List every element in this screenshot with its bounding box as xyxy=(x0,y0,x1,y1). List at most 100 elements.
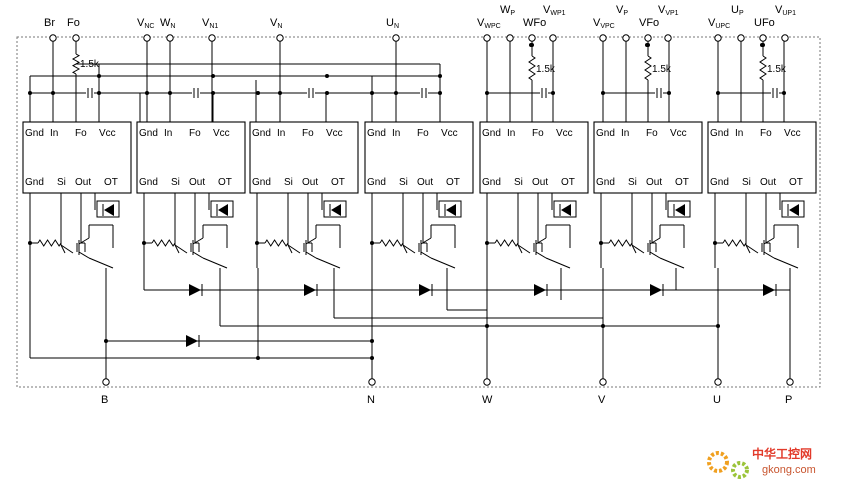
diode xyxy=(304,284,316,296)
ic-block xyxy=(364,121,474,194)
ic-pin-label: Vcc xyxy=(99,128,116,139)
ic-pin-label: Vcc xyxy=(556,128,573,139)
ic-block xyxy=(249,121,359,194)
junction-dot xyxy=(211,91,215,95)
ic-pin-label: In xyxy=(507,128,515,139)
terminal-pin xyxy=(599,378,607,386)
junction-dot xyxy=(142,241,146,245)
label-vwpc: VWPC xyxy=(477,17,501,30)
junction-dot xyxy=(716,91,720,95)
resistor xyxy=(608,239,633,247)
wire xyxy=(60,244,66,254)
ic-pin-label: OT xyxy=(789,177,803,188)
terminal-pin xyxy=(392,34,400,42)
ic-pin-label: Gnd xyxy=(252,128,271,139)
ic-pin-label: Gnd xyxy=(252,177,271,188)
label-vn1: VN1 xyxy=(202,17,218,30)
ic-pin-label: OT xyxy=(104,177,118,188)
wiring xyxy=(29,41,799,382)
thermal-sensor xyxy=(553,200,577,218)
junction-dot xyxy=(325,91,329,95)
junction-dot xyxy=(145,91,149,95)
label-vup1: VUP1 xyxy=(775,4,796,17)
diode xyxy=(650,284,662,296)
wire xyxy=(192,237,204,245)
junction-dot xyxy=(599,241,603,245)
ic-pin-label: Si xyxy=(742,177,751,188)
wire xyxy=(745,244,759,254)
ic-pin-label: Vcc xyxy=(326,128,343,139)
ic-pin-label: In xyxy=(277,128,285,139)
junction-dot xyxy=(529,43,533,47)
ic-pin-label: Out xyxy=(189,177,205,188)
wire xyxy=(287,244,293,254)
ic-pin-label: Gnd xyxy=(25,128,44,139)
ic-pin-label: Out xyxy=(417,177,433,188)
wire xyxy=(60,244,74,254)
ic-block xyxy=(22,121,132,194)
wire xyxy=(420,251,432,259)
components xyxy=(16,34,821,388)
ic-pin-label: OT xyxy=(561,177,575,188)
bottom-terminal-label: B xyxy=(101,394,108,406)
label-vwp1: VWP1 xyxy=(543,4,566,17)
ic-pin-label: Gnd xyxy=(139,177,158,188)
terminal-pin xyxy=(506,34,514,42)
label-ufo: UFo xyxy=(754,17,775,29)
ic-pin-label: In xyxy=(621,128,629,139)
resistor xyxy=(37,239,62,247)
wire xyxy=(763,251,775,259)
wire xyxy=(745,244,751,254)
watermark-brand: 中华工控网 xyxy=(752,446,812,461)
ic-pin-label: Gnd xyxy=(596,177,615,188)
wire xyxy=(402,244,416,254)
wire xyxy=(631,244,645,254)
terminal-pin xyxy=(72,34,80,42)
terminal-pin xyxy=(143,34,151,42)
ic-pin-label: Out xyxy=(302,177,318,188)
wire xyxy=(763,237,775,245)
terminal-pin xyxy=(786,378,794,386)
ic-pin-label: Fo xyxy=(760,128,772,139)
terminal-pin xyxy=(714,34,722,42)
ic-pin-label: Out xyxy=(760,177,776,188)
ic-pin-label: Fo xyxy=(189,128,201,139)
thermal-sensor xyxy=(667,200,691,218)
junction-dot xyxy=(255,241,259,245)
label-vfo: VFo xyxy=(639,17,659,29)
junction-dot xyxy=(782,91,786,95)
watermark xyxy=(707,451,749,479)
terminal-pin xyxy=(664,34,672,42)
bottom-terminal-label: W xyxy=(482,394,493,406)
junction-dot xyxy=(485,241,489,245)
wire xyxy=(174,244,180,254)
ic-pin-label: Fo xyxy=(302,128,314,139)
ic-pin-label: OT xyxy=(218,177,232,188)
wire xyxy=(402,244,408,254)
terminal-pin xyxy=(368,378,376,386)
junction-dot xyxy=(485,91,489,95)
wire xyxy=(535,237,547,245)
junction-dot xyxy=(97,74,101,78)
label-wp: WP xyxy=(500,4,515,17)
wire xyxy=(287,244,301,254)
junction-dot xyxy=(51,91,55,95)
terminal-pin xyxy=(714,378,722,386)
wire xyxy=(305,251,317,259)
wire xyxy=(649,237,661,245)
ic-pin-label: Si xyxy=(171,177,180,188)
resistor xyxy=(528,55,536,81)
thermal-sensor xyxy=(438,200,462,218)
label-up: UP xyxy=(731,4,744,17)
ic-pin-label: Out xyxy=(75,177,91,188)
wire xyxy=(631,244,637,254)
thermal-sensor xyxy=(96,200,120,218)
ic-pin-label: Fo xyxy=(417,128,429,139)
diode xyxy=(763,284,775,296)
junction-dot xyxy=(551,91,555,95)
junction-dot xyxy=(485,324,489,328)
wire xyxy=(192,251,204,259)
terminal-pin xyxy=(549,34,557,42)
terminal-pin xyxy=(644,34,652,42)
